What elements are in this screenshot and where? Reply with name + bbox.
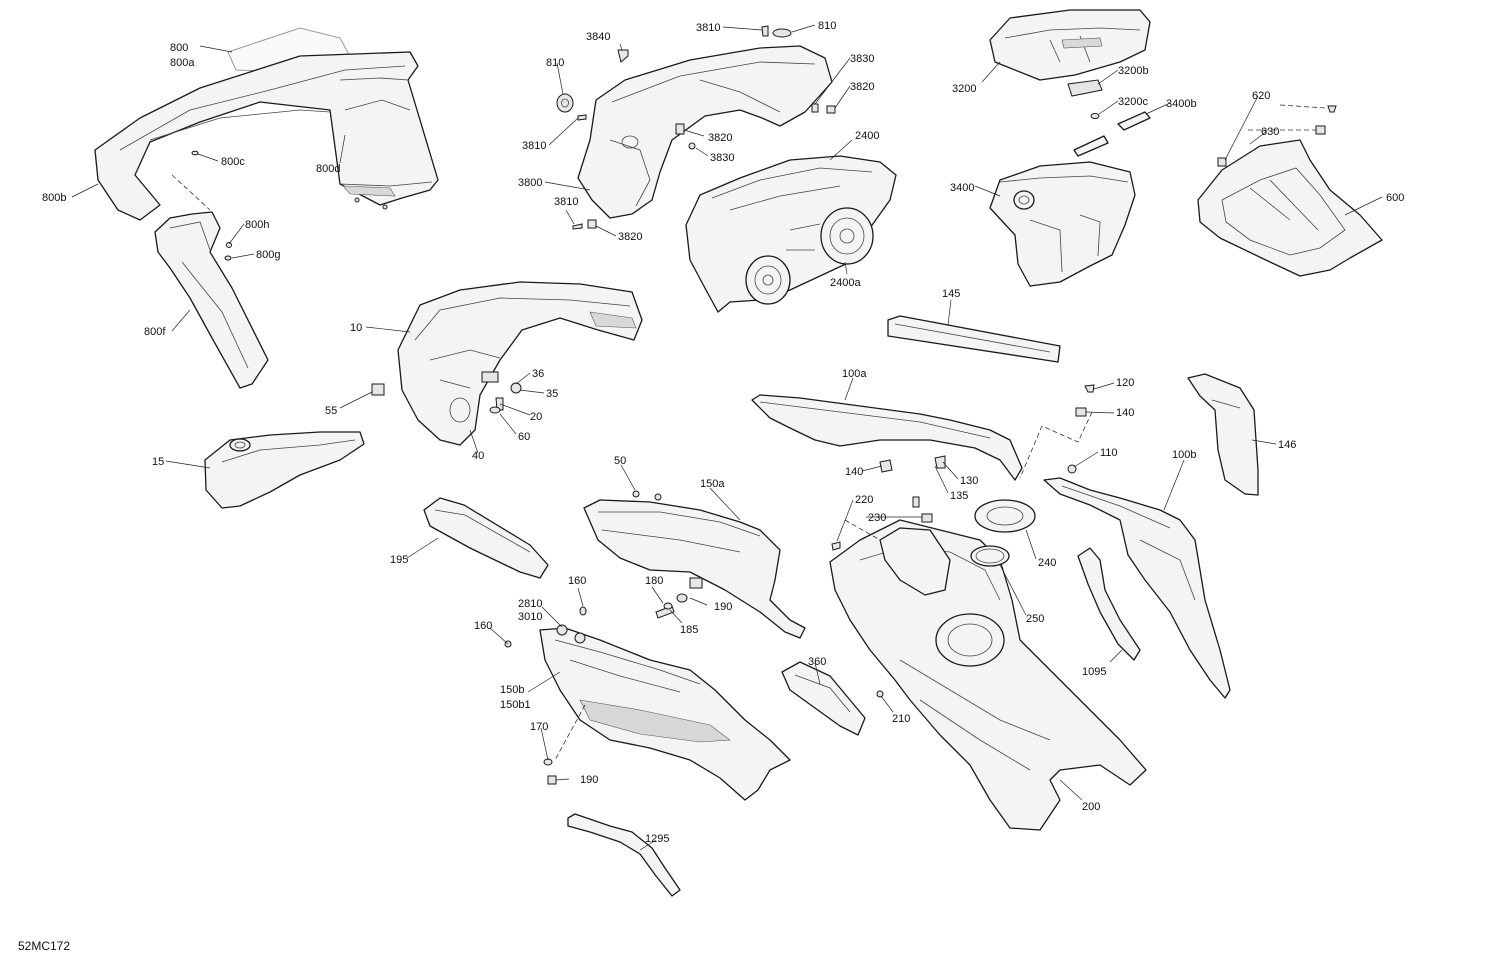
callout-190: 190	[714, 601, 732, 613]
callout-55: 55	[325, 405, 337, 417]
callout-800c: 800c	[221, 156, 245, 168]
callout-195: 195	[390, 554, 408, 566]
part-100a-side-trim[interactable]	[751, 384, 1095, 481]
part-810-grommet[interactable]	[556, 25, 836, 230]
callout-20: 20	[530, 411, 542, 423]
callout-35: 35	[546, 388, 558, 400]
part-10-lower-fascia[interactable]	[371, 281, 643, 446]
callout-240: 240	[1038, 557, 1056, 569]
part-145-strip[interactable]	[887, 315, 1061, 363]
callout-3200: 3200	[952, 83, 976, 95]
callout-800f: 800f	[144, 326, 166, 338]
part-3400b-strip[interactable]	[1073, 111, 1151, 157]
callout-3810: 3810	[522, 140, 546, 152]
callout-1095: 1095	[1082, 666, 1106, 678]
part-2400-headlight[interactable]	[685, 155, 897, 313]
part-3800-bracket[interactable]	[577, 45, 833, 219]
diagram-code: 52MC172	[18, 939, 70, 953]
callout-170: 170	[530, 721, 548, 733]
callout-labels: 800 800a 800c 800d 800b 800h 800g 800f 3…	[18, 20, 1404, 953]
callout-800h: 800h	[245, 219, 269, 231]
callout-100a: 100a	[842, 368, 867, 380]
callout-36: 36	[532, 368, 544, 380]
part-240-ring[interactable]	[974, 499, 1036, 533]
callout-3400: 3400	[950, 182, 974, 194]
callout-60: 60	[518, 431, 530, 443]
part-250-gasket[interactable]	[970, 545, 1010, 567]
callout-150b: 150b	[500, 684, 524, 696]
callout-3810: 3810	[554, 196, 578, 208]
callout-200: 200	[1082, 801, 1100, 813]
callout-810: 810	[818, 20, 836, 32]
part-100b-side-trim[interactable]	[1043, 464, 1231, 699]
part-3200-cover[interactable]	[989, 9, 1151, 119]
callout-630: 630	[1261, 126, 1279, 138]
callout-3820: 3820	[850, 81, 874, 93]
part-146-panel[interactable]	[1187, 373, 1259, 496]
callout-1295: 1295	[645, 833, 669, 845]
leader-lines	[71, 24, 1383, 851]
callout-800a: 800a	[170, 57, 195, 69]
callout-250: 250	[1026, 613, 1044, 625]
part-360-plate[interactable]	[781, 661, 866, 736]
callout-40: 40	[472, 450, 484, 462]
part-1295-strip[interactable]	[567, 813, 681, 897]
callout-3830: 3830	[850, 53, 874, 65]
callout-145: 145	[942, 288, 960, 300]
callout-620: 620	[1252, 90, 1270, 102]
callout-210: 210	[892, 713, 910, 725]
callout-800b: 800b	[42, 192, 66, 204]
callout-160: 160	[474, 620, 492, 632]
callout-160: 160	[568, 575, 586, 587]
callout-150a: 150a	[700, 478, 725, 490]
callout-220: 220	[855, 494, 873, 506]
callout-130: 130	[960, 475, 978, 487]
callout-3810: 3810	[696, 22, 720, 34]
callout-3830: 3830	[710, 152, 734, 164]
callout-120: 120	[1116, 377, 1134, 389]
callout-810: 810	[546, 57, 564, 69]
callout-135: 135	[950, 490, 968, 502]
callout-140: 140	[1116, 407, 1134, 419]
callout-3010: 3010	[518, 611, 542, 623]
part-15-bracket[interactable]	[204, 431, 365, 509]
callout-3820: 3820	[618, 231, 642, 243]
part-600-rear-housing[interactable]	[1197, 105, 1383, 277]
part-200-tank[interactable]	[829, 496, 1147, 831]
callout-3820: 3820	[708, 132, 732, 144]
callout-3800: 3800	[518, 177, 542, 189]
callout-3200c: 3200c	[1118, 96, 1148, 108]
part-3400-storage-bin[interactable]	[989, 161, 1136, 287]
callout-3400b: 3400b	[1166, 98, 1197, 110]
part-195-strip[interactable]	[423, 497, 549, 579]
part-150a-center-panel[interactable]	[583, 490, 806, 639]
part-800f-side-panel[interactable]	[154, 211, 269, 389]
callout-15: 15	[152, 456, 164, 468]
callout-800d: 800d	[316, 163, 340, 175]
callout-150b1: 150b1	[500, 699, 531, 711]
callout-146: 146	[1278, 439, 1296, 451]
callout-2400a: 2400a	[830, 277, 861, 289]
callout-230: 230	[868, 512, 886, 524]
callout-100b: 100b	[1172, 449, 1196, 461]
callout-3840: 3840	[586, 31, 610, 43]
callout-2400: 2400	[855, 130, 879, 142]
callout-3200b: 3200b	[1118, 65, 1149, 77]
callout-185: 185	[680, 624, 698, 636]
callout-10: 10	[350, 322, 362, 334]
callout-180: 180	[645, 575, 663, 587]
callout-110: 110	[1100, 447, 1118, 459]
callout-50: 50	[614, 455, 626, 467]
callout-140: 140	[845, 466, 863, 478]
callout-190: 190	[580, 774, 598, 786]
callout-600: 600	[1386, 192, 1404, 204]
part-1095-strip[interactable]	[1077, 547, 1141, 661]
callout-800: 800	[170, 42, 188, 54]
part-150b-lower-panel[interactable]	[504, 606, 791, 801]
part-800-front-fascia[interactable]	[94, 27, 439, 221]
callout-800g: 800g	[256, 249, 280, 261]
callout-360: 360	[808, 656, 826, 668]
callout-2810: 2810	[518, 598, 542, 610]
